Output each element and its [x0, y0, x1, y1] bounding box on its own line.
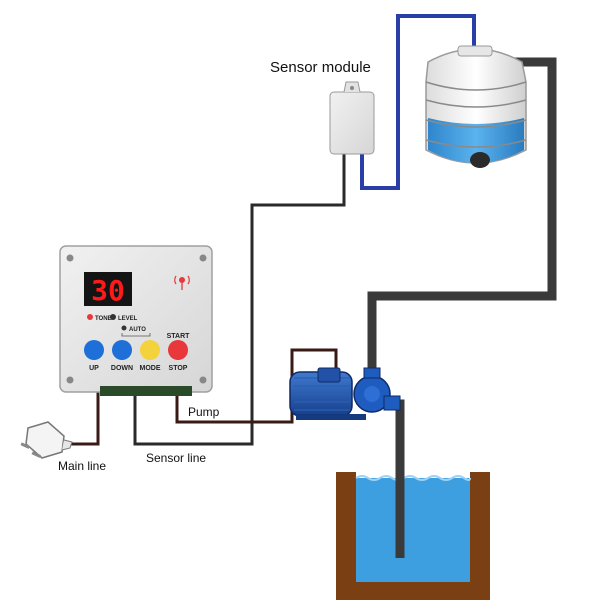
auto-led-icon [121, 325, 127, 331]
terminal-strip [100, 386, 192, 396]
mode-button[interactable] [140, 340, 160, 360]
stop-button-label: STOP [169, 365, 188, 372]
water-tank [425, 45, 527, 168]
tank-water [428, 118, 524, 163]
main-line-wire [66, 392, 100, 446]
down-button-label: DOWN [111, 365, 133, 372]
well [336, 472, 490, 600]
plug-icon [20, 421, 73, 459]
soil [336, 472, 490, 600]
sensor-module-label: Sensor module [270, 59, 371, 76]
pump-icon [289, 367, 401, 420]
water-surface [355, 475, 471, 481]
down-button[interactable] [112, 340, 132, 360]
up-button[interactable] [84, 340, 104, 360]
main-line-label: Main line [58, 459, 106, 473]
display-panel [84, 272, 132, 306]
start-label: START [167, 333, 191, 340]
well-water [356, 478, 470, 582]
tone-led-icon [87, 314, 93, 320]
float-sensor-icon [470, 152, 490, 168]
up-button-label: UP [89, 365, 99, 372]
sensor-line-label: Sensor line [146, 451, 206, 465]
sensor-line-wire [133, 152, 346, 446]
stop-button[interactable] [168, 340, 188, 360]
display-value: 30 [91, 274, 125, 307]
pump-label: Pump [188, 405, 220, 419]
antenna-icon [174, 275, 190, 290]
sensor-wire [360, 14, 476, 190]
delivery-pipe [367, 57, 557, 368]
auto-label: AUTO [129, 327, 146, 333]
sensor-module [329, 81, 375, 155]
level-led-icon [110, 314, 116, 320]
tone-label: TONE [95, 316, 112, 322]
mode-button-label: MODE [140, 365, 161, 372]
level-label: LEVEL [118, 316, 138, 322]
controller-box: 30 TONE LEVEL AUTO START UP DOWN MODE ST… [59, 245, 213, 396]
